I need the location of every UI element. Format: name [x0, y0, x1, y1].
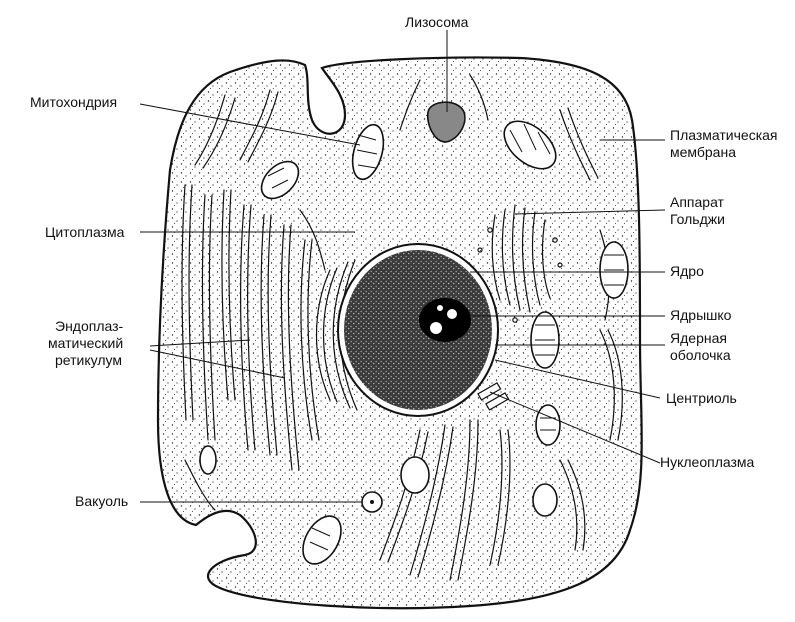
label-vacuole: Вакуоль: [75, 493, 128, 509]
label-golgi-1: Аппарат: [670, 194, 725, 210]
label-nucleus: Ядро: [670, 263, 704, 279]
label-golgi-2: Гольджи: [670, 211, 725, 227]
label-nuclear-envelope-1: Ядерная: [670, 330, 727, 346]
endoplasmic-reticulum: [181, 89, 358, 511]
nucleolus: [419, 298, 471, 342]
label-nucleoplasm: Нуклеоплазма: [660, 454, 755, 470]
label-mitochondria: Митохондрия: [30, 94, 117, 110]
label-cytoplasm: Цитоплазма: [45, 224, 125, 240]
label-er-1: Эндоплаз-: [55, 318, 124, 334]
mitochondria: [199, 120, 629, 565]
nucleus: [337, 243, 499, 417]
vacuole: [361, 491, 383, 513]
label-plasma-membrane-2: мембрана: [670, 144, 736, 160]
golgi-apparatus: [477, 204, 563, 323]
label-plasma-membrane-1: Плазматическая: [670, 127, 778, 143]
label-lysosome: Лизосома: [405, 14, 469, 30]
label-centriole: Центриоль: [666, 390, 737, 406]
label-er-3: ретикулум: [55, 352, 122, 368]
label-nucleolus: Ядрышко: [670, 307, 732, 323]
label-er-2: матический: [48, 335, 123, 351]
leader-lines: [139, 30, 666, 503]
endoplasmic-reticulum-lower: [379, 74, 623, 581]
label-nuclear-envelope-2: оболочка: [670, 347, 731, 363]
lysosome: [426, 101, 466, 143]
